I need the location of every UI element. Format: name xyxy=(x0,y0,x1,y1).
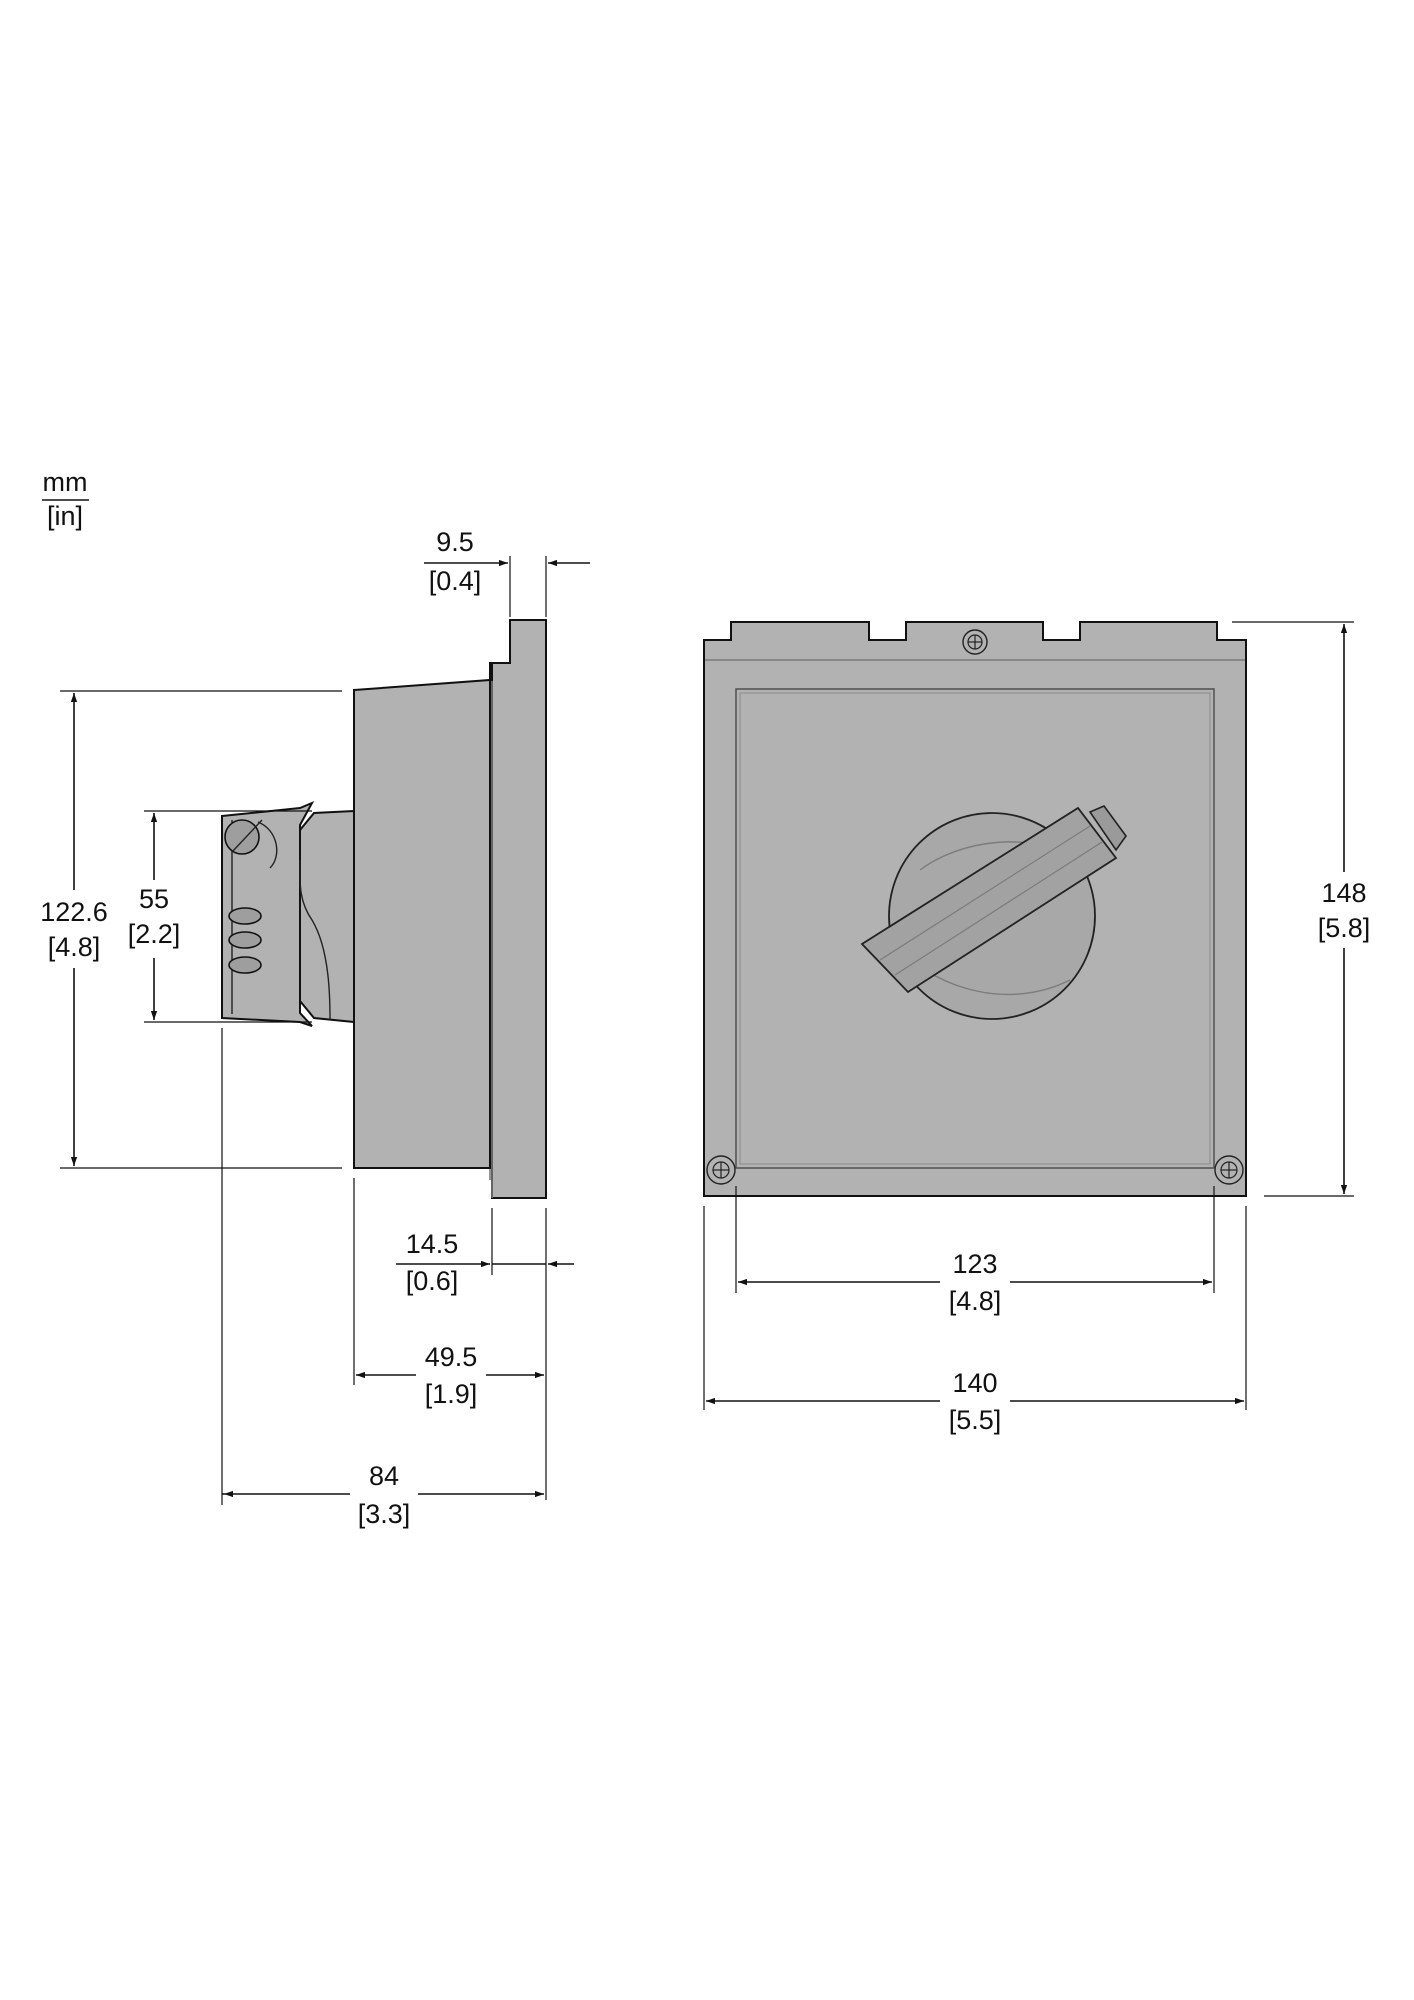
front-top-screw-icon xyxy=(962,629,988,655)
front-inner-panel xyxy=(735,688,1215,1169)
dim-total-depth-in: [3.3] xyxy=(358,1499,411,1529)
front-view xyxy=(703,621,1247,1197)
dim-body-depth-in: [1.9] xyxy=(425,1379,478,1409)
dim-front-width: 140 [5.5] xyxy=(703,1206,1247,1435)
dim-flange-thickness: 9.5 [0.4] xyxy=(424,527,590,617)
front-right-screw-icon xyxy=(1214,1155,1244,1185)
dim-body-depth-mm: 49.5 xyxy=(425,1342,478,1372)
side-body xyxy=(353,678,491,1169)
dim-side-height: 122.6 [4.8] xyxy=(40,690,342,1169)
dim-hole-spacing-in: [4.8] xyxy=(949,1286,1002,1316)
dim-rear-step-in: [0.6] xyxy=(406,1266,459,1296)
side-knob-rib-1 xyxy=(228,907,262,925)
side-knob-lever xyxy=(257,821,278,869)
side-knob-screw-slot xyxy=(231,819,263,853)
dim-knob-height-in: [2.2] xyxy=(128,919,181,949)
dim-knob-height-mm: 55 xyxy=(139,884,169,914)
dim-total-depth: 84 [3.3] xyxy=(221,1028,544,1529)
dim-front-height: 148 [5.8] xyxy=(1232,621,1371,1197)
dim-knob-height: 55 [2.2] xyxy=(128,810,312,1023)
dim-front-width-mm: 140 xyxy=(952,1368,997,1398)
dim-rear-step-mm: 14.5 xyxy=(406,1229,459,1259)
side-flange xyxy=(491,619,547,1199)
side-neck xyxy=(299,809,355,1024)
dim-total-depth-mm: 84 xyxy=(369,1461,399,1491)
dim-side-height-mm: 122.6 xyxy=(40,897,108,927)
side-view xyxy=(221,619,547,1199)
front-inner-panel-bevel xyxy=(739,692,1211,1165)
unit-primary-label: mm xyxy=(43,467,88,497)
rotary-knob-icon xyxy=(860,805,1127,1020)
dim-body-depth: 49.5 [1.9] xyxy=(353,1178,544,1409)
dim-side-height-in: [4.8] xyxy=(48,932,101,962)
side-knob-screw xyxy=(224,819,260,855)
dim-front-height-mm: 148 xyxy=(1321,878,1366,908)
front-left-screw-icon xyxy=(706,1155,736,1185)
units-legend: mm [in] xyxy=(42,467,89,531)
dim-front-height-in: [5.8] xyxy=(1318,913,1371,943)
side-step xyxy=(489,662,493,681)
side-knob-rib-3 xyxy=(228,956,262,974)
dim-front-width-in: [5.5] xyxy=(949,1405,1002,1435)
dim-hole-spacing-mm: 123 xyxy=(952,1249,997,1279)
dim-hole-spacing: 123 [4.8] xyxy=(735,1186,1215,1316)
unit-secondary-label: [in] xyxy=(47,501,83,531)
dim-flange-thickness-mm: 9.5 xyxy=(436,527,474,557)
dim-rear-step: 14.5 [0.6] xyxy=(396,1208,574,1500)
side-knob-rib-2 xyxy=(228,931,262,949)
dim-flange-thickness-in: [0.4] xyxy=(429,566,482,596)
